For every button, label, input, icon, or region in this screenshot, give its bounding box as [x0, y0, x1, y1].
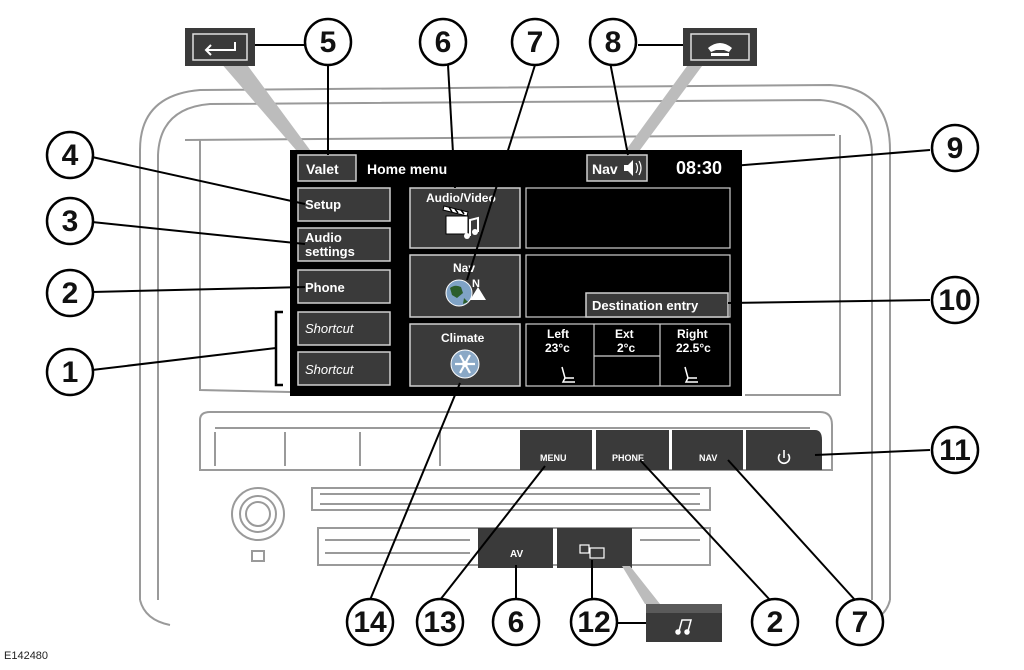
phone-hard-label: PHONE [612, 453, 644, 463]
climate-ext-label: Ext [615, 327, 634, 341]
callout-8: 8 [588, 17, 638, 67]
nav-hard-label: NAV [699, 453, 717, 463]
audio-video-label: Audio/Video [426, 191, 496, 205]
globe-icon: N [445, 278, 486, 307]
climate-tile[interactable]: Climate [409, 323, 521, 387]
svg-text:8: 8 [605, 26, 622, 59]
shortcut-label-2: Shortcut [305, 362, 355, 377]
callout-11: 11 [930, 425, 980, 475]
callout-5: 5 [303, 17, 353, 67]
callout-7b: 7 [835, 597, 885, 647]
climate-left-temp: 23°c [545, 341, 570, 355]
music-button-callout [622, 566, 722, 642]
svg-text:2: 2 [62, 277, 79, 310]
climate-left-label: Left [547, 327, 569, 341]
callout-14: 14 [345, 597, 395, 647]
hang-up-callout [626, 28, 757, 150]
svg-text:13: 13 [423, 606, 456, 639]
nav-tile[interactable]: Nav N [409, 254, 521, 318]
shortcut-button-1[interactable]: Shortcut [297, 311, 391, 346]
svg-text:5: 5 [320, 26, 337, 59]
dashboard-outline [139, 83, 891, 626]
svg-text:3: 3 [62, 205, 79, 238]
music-note-icon [675, 619, 692, 635]
climate-tile-label: Climate [441, 331, 485, 345]
destination-entry-button[interactable]: Destination entry [585, 292, 729, 318]
audio-settings-label-line1: Audio [305, 230, 342, 245]
media-hard-button[interactable] [557, 528, 632, 568]
svg-text:11: 11 [939, 434, 971, 467]
callout-13: 13 [415, 597, 465, 647]
svg-text:14: 14 [353, 606, 387, 639]
seat-icon [684, 366, 698, 383]
nav-volume-label: Nav [592, 161, 618, 177]
clapperboard-icon [442, 205, 479, 239]
av-hard-button[interactable]: AV [478, 528, 553, 568]
callout-12: 12 [569, 597, 619, 647]
figure-id: E142480 [4, 650, 49, 662]
hang-up-icon [708, 43, 732, 56]
audio-info-panel [525, 187, 731, 249]
back-arrow-icon [204, 42, 236, 56]
setup-button[interactable]: Setup [297, 187, 391, 222]
svg-text:10: 10 [938, 284, 971, 317]
speaker-icon [624, 160, 642, 176]
media-icon [579, 544, 605, 559]
clock-display: 08:30 [676, 158, 722, 178]
seat-icon [561, 366, 575, 383]
callout-2: 2 [45, 268, 95, 318]
svg-text:9: 9 [947, 132, 964, 165]
svg-text:1: 1 [62, 356, 79, 389]
callout-7: 7 [510, 17, 560, 67]
menu-hard-button[interactable]: MENU [520, 430, 592, 470]
climate-right-temp: 22.5°c [676, 341, 711, 355]
svg-text:7: 7 [852, 606, 869, 639]
svg-text:2: 2 [767, 606, 784, 639]
callout-4: 4 [45, 130, 95, 180]
climate-ext-temp: 2°c [617, 341, 635, 355]
phone-label: Phone [305, 280, 345, 295]
audio-video-tile[interactable]: Audio/Video [409, 187, 521, 249]
leader-lines [91, 44, 931, 624]
callout-6: 6 [418, 17, 468, 67]
callout-10: 10 [930, 275, 980, 325]
power-icon [777, 450, 791, 465]
callout-1: 1 [45, 347, 95, 397]
callout-6b: 6 [491, 597, 541, 647]
destination-entry-label: Destination entry [592, 298, 699, 313]
compass-letter: N [472, 278, 480, 290]
svg-text:6: 6 [508, 606, 525, 639]
home-menu-title: Home menu [367, 161, 447, 177]
callout-3: 3 [45, 196, 95, 246]
shortcut-bracket [274, 310, 283, 387]
callout-numbers: 5 6 7 8 9 4 3 2 1 10 11 14 13 6 12 2 7 [45, 17, 980, 647]
audio-settings-label-line2: settings [305, 244, 355, 259]
snowflake-icon [450, 349, 480, 379]
climate-right-label: Right [677, 327, 708, 341]
phone-hard-button[interactable]: PHONE [596, 430, 669, 470]
valet-label: Valet [306, 161, 339, 177]
power-hard-button[interactable] [746, 430, 822, 470]
svg-text:4: 4 [62, 139, 79, 172]
phone-button[interactable]: Phone [297, 269, 391, 304]
svg-text:7: 7 [527, 26, 544, 59]
climate-info-panel: Left 23°c Ext 2°c Right 22.5°c [525, 323, 731, 387]
svg-text:12: 12 [577, 606, 610, 639]
menu-hard-label: MENU [540, 453, 567, 463]
valet-button[interactable]: Valet [297, 154, 357, 182]
shortcut-label-1: Shortcut [305, 321, 355, 336]
callout-9: 9 [930, 123, 980, 173]
shortcut-button-2[interactable]: Shortcut [297, 351, 391, 386]
svg-text:6: 6 [435, 26, 452, 59]
nav-volume-button[interactable]: Nav [586, 154, 648, 182]
av-hard-label: AV [510, 549, 523, 560]
back-button-callout [185, 28, 310, 150]
audio-settings-button[interactable]: Audio settings [297, 227, 391, 262]
setup-label: Setup [305, 197, 341, 212]
callout-2b: 2 [750, 597, 800, 647]
